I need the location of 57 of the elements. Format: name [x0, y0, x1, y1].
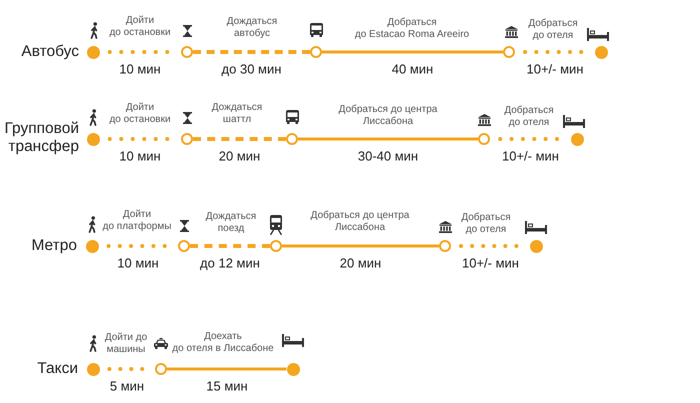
endpoint-dot	[286, 362, 300, 376]
duration-label: 10+/- мин	[460, 256, 521, 270]
duration-label: 10+/- мин	[524, 62, 586, 76]
route-line	[298, 138, 478, 140]
transport-mode-label: Групповой трансфер	[4, 120, 79, 156]
waypoint-ring	[155, 363, 167, 375]
step-label: Дождаться поезд	[206, 211, 256, 235]
step-label: Дойти до остановки	[109, 15, 171, 39]
dashed-route-line	[193, 50, 310, 54]
duration-label: 40 мин	[390, 62, 436, 76]
step-label: Дойти до остановки	[109, 102, 171, 126]
waypoint-ring	[503, 46, 515, 58]
duration-label: 20 мин	[216, 148, 262, 164]
step-label: Доехать до отеля в Лиссабоне	[172, 331, 274, 355]
endpoint-dot	[86, 132, 100, 146]
step-label: Добраться до центра Лиссабона	[310, 210, 410, 234]
waypoint-ring	[178, 240, 190, 252]
step-label: Дождаться шаттл	[212, 102, 262, 126]
dashed-route-line	[190, 244, 270, 248]
endpoint-dot	[86, 362, 100, 376]
duration-label: 10 мин	[117, 148, 163, 164]
duration-label: 15 мин	[204, 378, 250, 394]
duration-label: 10+/- мин	[500, 148, 561, 164]
endpoint-dot	[530, 240, 542, 252]
step-label: Добраться до Estacao Roma Areeiro	[354, 17, 470, 41]
dashed-route-line	[193, 137, 286, 141]
duration-label: 10 мин	[115, 256, 161, 270]
step-label: Дойти до машины	[104, 332, 148, 356]
duration-label: 30-40 мин	[356, 148, 420, 164]
endpoint-dot	[86, 46, 100, 58]
endpoint-dot	[594, 46, 608, 58]
endpoint-dot	[86, 240, 98, 252]
waypoint-ring	[439, 240, 451, 252]
transport-mode-label: Такси	[37, 360, 78, 378]
endpoint-dot	[570, 132, 584, 146]
duration-label: 10 мин	[117, 62, 163, 76]
waypoint-ring	[310, 46, 322, 58]
step-label: Добраться до отеля	[504, 105, 554, 129]
step-label: Добраться до центра Лиссабона	[338, 104, 438, 128]
waypoint-ring	[286, 133, 298, 145]
step-label: Дождаться автобус	[226, 16, 278, 40]
step-label: Добраться до отеля	[528, 18, 578, 42]
route-line	[282, 244, 439, 248]
waypoint-ring	[478, 133, 490, 145]
waypoint-ring	[181, 46, 193, 58]
waypoint-ring	[181, 133, 193, 145]
route-line	[167, 368, 286, 370]
step-label: Добраться до отеля	[461, 212, 511, 236]
step-label: Дойти до платформы	[102, 209, 172, 233]
route-line	[322, 50, 503, 54]
duration-label: 20 мин	[338, 256, 384, 270]
transport-mode-label: Автобус	[21, 43, 79, 61]
duration-label: до 30 мин	[220, 62, 284, 76]
duration-label: до 12 мин	[198, 256, 262, 270]
duration-label: 5 мин	[108, 378, 146, 394]
transport-mode-label: Метро	[31, 237, 77, 255]
waypoint-ring	[270, 240, 282, 252]
